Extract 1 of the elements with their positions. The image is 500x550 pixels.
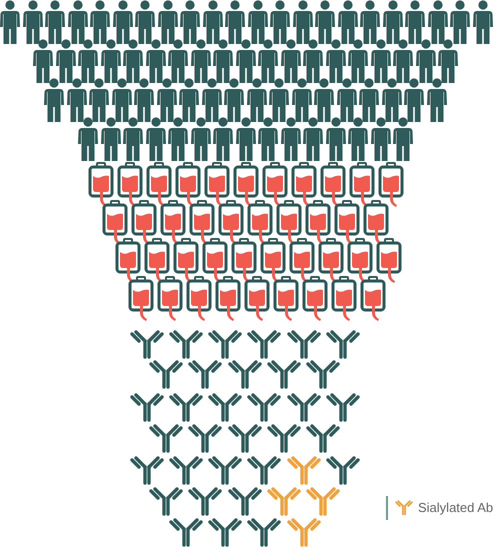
legend-text: Sialylated Ab [418,499,494,517]
